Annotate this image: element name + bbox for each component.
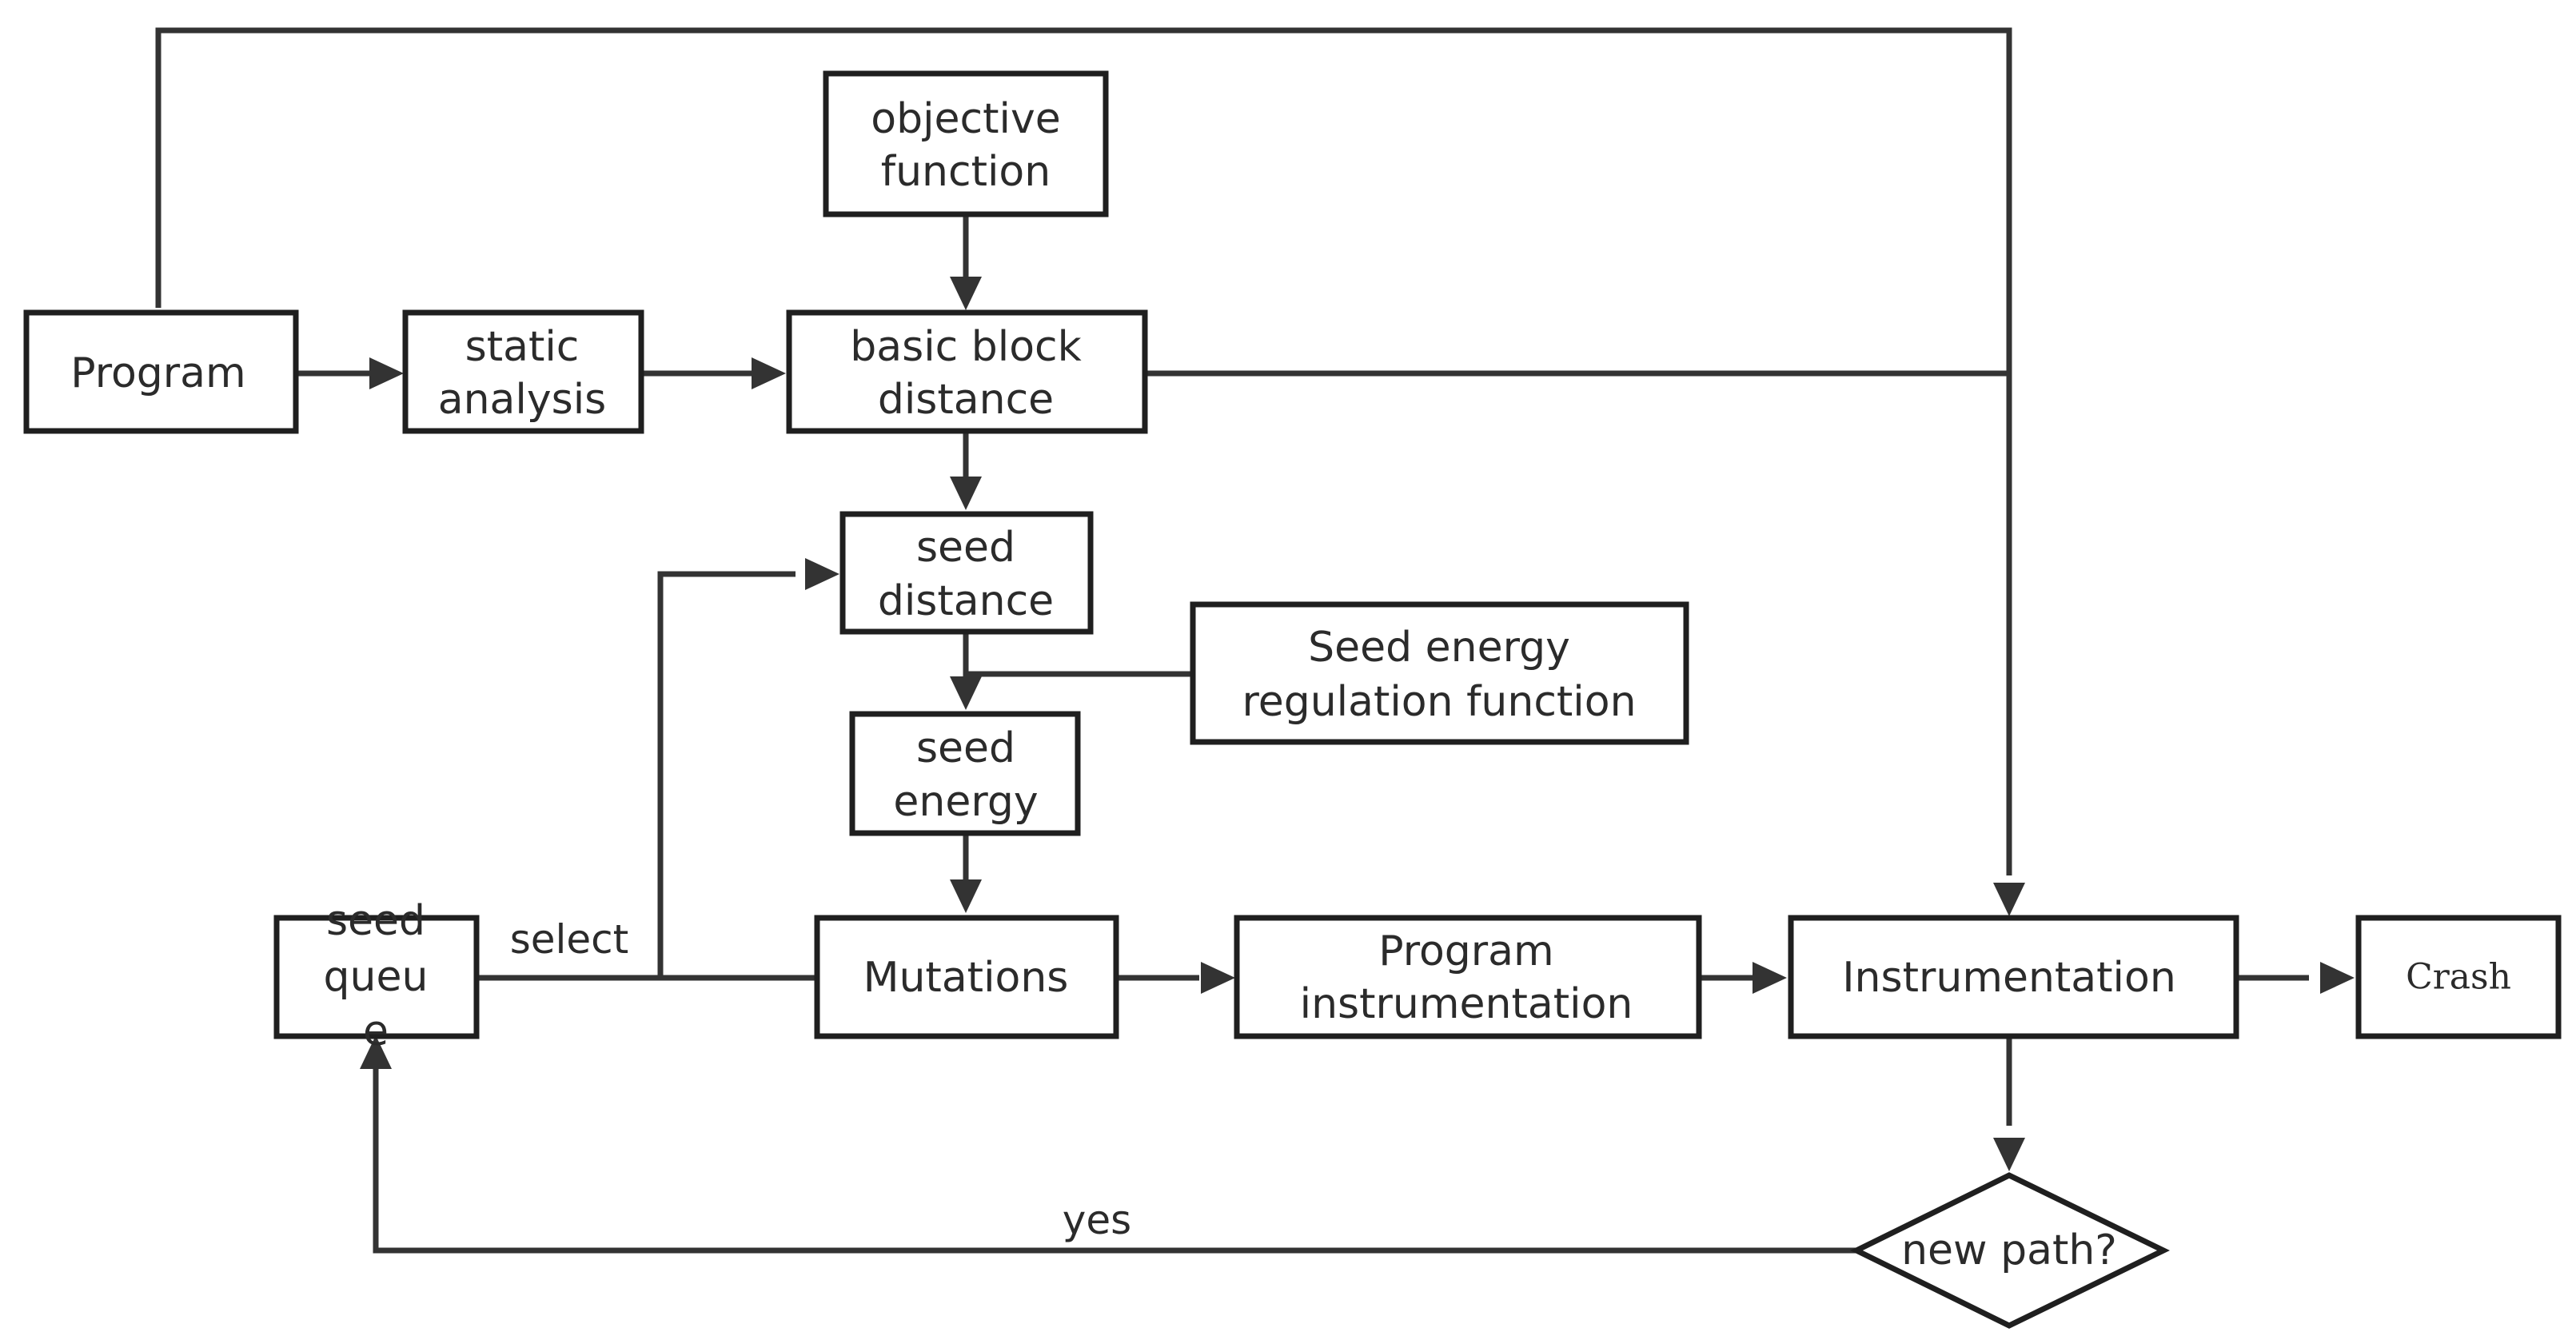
- instrumentation-label: Instrumentation: [1842, 954, 2176, 1002]
- seed-distance-label-line1: seed: [916, 524, 1015, 572]
- static-analysis-label-line1: static: [465, 323, 580, 371]
- program-instrumentation-label-line2: instrumentation: [1300, 980, 1633, 1028]
- seed-energy-regulation-label-line1: Seed energy: [1308, 624, 1570, 672]
- arrowhead-seed-distance-from-select: [805, 558, 839, 590]
- node-static-analysis: static analysis: [402, 309, 644, 434]
- node-seed-queue: seed queu e: [273, 897, 480, 1055]
- node-program-instrumentation: Program instrumentation: [1234, 915, 1702, 1039]
- node-basic-block-distance: basic block distance: [786, 309, 1148, 434]
- seed-queue-label-line1: seed: [326, 897, 425, 945]
- objective-function-label-line1: objective: [871, 95, 1060, 143]
- seed-energy-label-line2: energy: [893, 778, 1038, 826]
- edge-new-path-to-seed-queue: [373, 1054, 1856, 1254]
- objective-function-label-line2: function: [881, 148, 1051, 196]
- arrowhead-bbd-from-objective: [950, 277, 982, 310]
- seed-queue-label-line2: queu: [324, 953, 429, 1001]
- program-instrumentation-label-line1: Program: [1378, 927, 1553, 975]
- seed-distance-label-line2: distance: [878, 577, 1054, 625]
- seed-energy-label-line1: seed: [916, 724, 1015, 772]
- arrowhead-instr: [1753, 962, 1787, 994]
- node-program: Program: [23, 309, 299, 434]
- select-edge-label: select: [510, 916, 629, 963]
- basic-block-distance-label-line2: distance: [878, 376, 1054, 424]
- node-mutations: Mutations: [814, 915, 1119, 1039]
- arrowhead-mutations: [950, 879, 982, 913]
- arrowhead-static-analysis: [369, 357, 404, 389]
- program-label: Program: [70, 349, 245, 397]
- basic-block-distance-label-line1: basic block: [850, 323, 1082, 371]
- arrowhead-prog-instr: [1201, 962, 1235, 994]
- node-seed-distance: seed distance: [839, 511, 1094, 635]
- static-analysis-label-line2: analysis: [438, 376, 607, 424]
- new-path-label: new path?: [1901, 1226, 2117, 1274]
- arrowhead-instr-from-top: [1993, 883, 2025, 916]
- node-instrumentation: Instrumentation: [1788, 915, 2239, 1039]
- node-objective-function: objective function: [823, 70, 1109, 217]
- seed-energy-regulation-label-line2: regulation function: [1242, 678, 1636, 726]
- arrowhead-crash: [2320, 962, 2355, 994]
- node-crash: Crash: [2355, 915, 2562, 1039]
- connectors: [155, 27, 2309, 1254]
- node-seed-energy-regulation: Seed energy regulation function: [1190, 601, 1689, 745]
- yes-edge-label: yes: [1063, 1197, 1131, 1243]
- arrowhead-seed-energy: [950, 676, 982, 710]
- arrowhead-new-path: [1993, 1138, 2025, 1171]
- arrowhead-seed-queue: [360, 1035, 392, 1069]
- arrowheads: [360, 277, 2355, 1171]
- node-seed-energy: seed energy: [849, 711, 1081, 836]
- node-new-path-decision: new path?: [1850, 1172, 2170, 1329]
- edge-program-to-instrumentation: [155, 27, 2012, 875]
- arrowhead-seed-distance: [950, 477, 982, 510]
- seed-queue-label-line3: e: [363, 1007, 389, 1055]
- crash-label: Crash: [2406, 957, 2511, 998]
- mutations-label: Mutations: [863, 954, 1069, 1002]
- edge-select-to-seed-distance: [657, 571, 796, 978]
- arrowhead-bbd-from-static: [752, 357, 786, 389]
